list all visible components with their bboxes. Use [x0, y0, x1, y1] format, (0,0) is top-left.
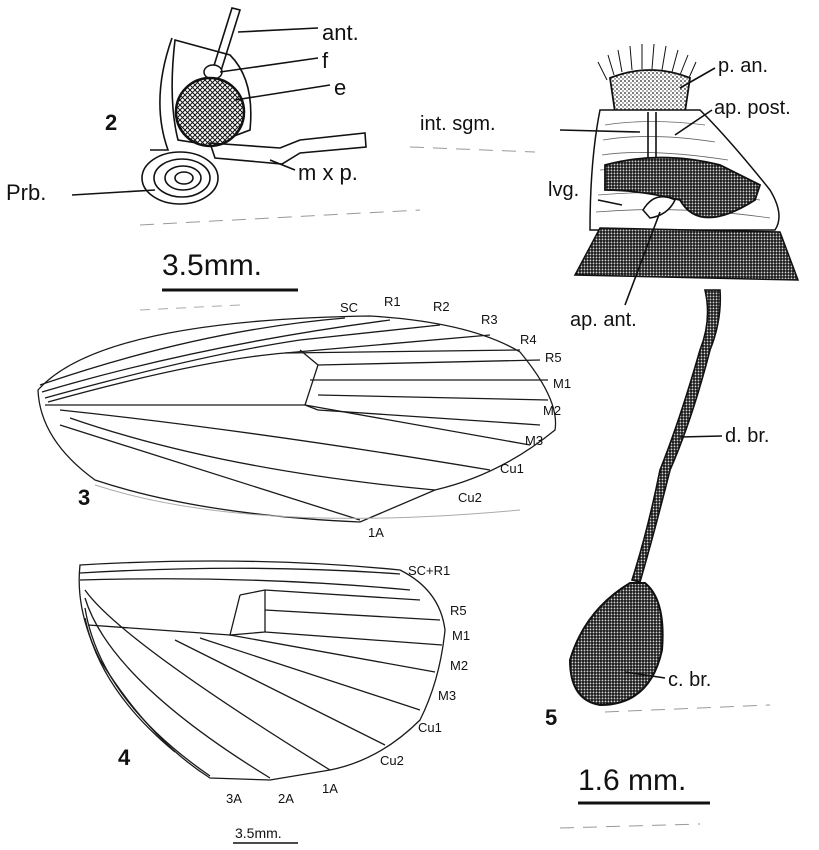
label-proboscis: Prb.	[6, 180, 46, 205]
label-corpus-bursae: c. br.	[668, 669, 711, 691]
hindwing-vein-1a: 1A	[322, 781, 338, 796]
figure-number-3: 3	[78, 485, 90, 510]
hindwing	[79, 561, 445, 780]
figure-number-5: 5	[545, 705, 557, 730]
antenna	[212, 8, 240, 74]
hindwing-vein-cu1: Cu1	[418, 720, 442, 735]
figure-number-2: 2	[105, 110, 117, 135]
head-scale-label: 3.5mm.	[162, 249, 262, 282]
hindwing-outline	[79, 561, 445, 780]
hindwing-vein-cu2: Cu2	[380, 753, 404, 768]
figure-number-4: 4	[118, 745, 131, 770]
hindwing-scale-label: 3.5mm.	[235, 825, 282, 841]
forewing-vein-r1: R1	[384, 294, 401, 309]
forewing-vein-cu2: Cu2	[458, 490, 482, 505]
forewing-vein-m3: M3	[525, 433, 543, 448]
label-antenna: ant.	[322, 20, 359, 45]
hindwing-vein-m3: M3	[438, 688, 456, 703]
forewing-vein-m2: M2	[543, 403, 561, 418]
sternite-8	[575, 228, 798, 280]
hindwing-vein-sc-r1: SC+R1	[408, 563, 450, 578]
label-ductus-bursae: d. br.	[725, 425, 769, 447]
forewing-vein-cu1: Cu1	[500, 461, 524, 476]
hindwing-vein-3a: 3A	[226, 791, 242, 806]
label-apophysis-posterior: ap. post.	[714, 97, 791, 119]
label-eye: e	[334, 75, 346, 100]
label-maxillary-palp: m x p.	[298, 160, 358, 185]
forewing-vein-r2: R2	[433, 299, 450, 314]
forewing-vein-r3: R3	[481, 312, 498, 327]
label-lamella-vaginalis: lvg.	[548, 179, 579, 201]
hindwing-vein-r5: R5	[450, 603, 467, 618]
forewing-vein-m1: M1	[553, 376, 571, 391]
compound-eye	[176, 78, 244, 146]
forewing-vein-sc: SC	[340, 300, 358, 315]
corpus-bursae	[570, 583, 663, 705]
forewing-vein-r4: R4	[520, 332, 537, 347]
genitalia-scale-label: 1.6 mm.	[578, 764, 686, 797]
hindwing-vein-2a: 2A	[278, 791, 294, 806]
hindwing-vein-m2: M2	[450, 658, 468, 673]
head-figure	[72, 8, 420, 225]
hindwing-vein-m1: M1	[452, 628, 470, 643]
forewing-vein-1a: 1A	[368, 525, 384, 540]
papilla-analis	[610, 70, 690, 112]
label-frons: f	[322, 48, 329, 73]
label-intersegmental: int. sgm.	[420, 113, 496, 135]
label-apophysis-anterior: ap. ant.	[570, 309, 637, 331]
label-papilla-analis: p. an.	[718, 55, 768, 77]
forewing-vein-r5: R5	[545, 350, 562, 365]
head-outline-curve	[150, 38, 172, 150]
proboscis-coil	[142, 152, 218, 204]
